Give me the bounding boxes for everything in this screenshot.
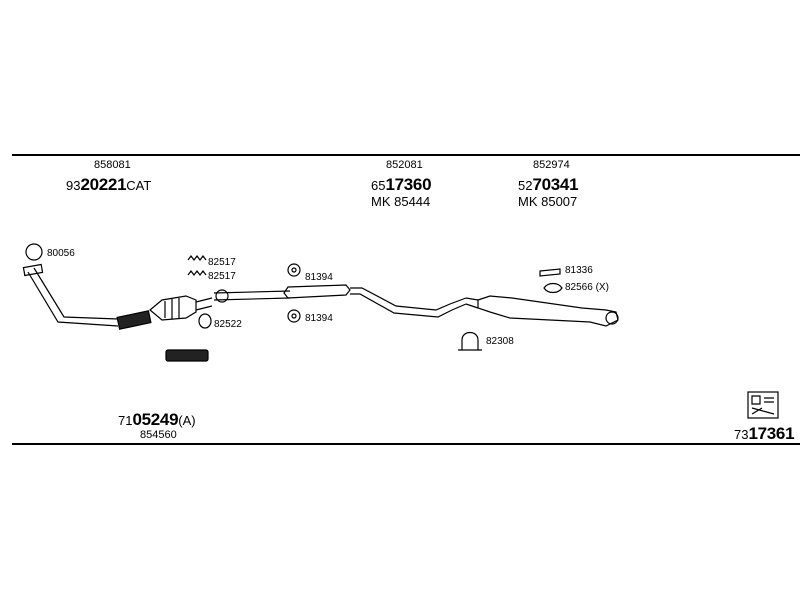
assembly-code: 7317361 (734, 424, 795, 443)
hanger-bottom-icon (287, 309, 301, 323)
manufacturer-logo-icon (747, 391, 779, 419)
hanger-top-icon (287, 263, 301, 277)
middle-code: 6517360 (371, 175, 432, 194)
rear-clamp-icon (458, 331, 482, 351)
middle-pipe-icon (213, 290, 291, 301)
flex-pipe-icon (165, 349, 209, 362)
top-rule (12, 154, 800, 156)
front-pipe-icon (27, 267, 119, 327)
kit-part-number: 854560 (140, 429, 177, 441)
catalytic-converter-icon (149, 295, 197, 321)
clamp-a-label: 82517 (208, 257, 236, 268)
gasket-icon (198, 313, 212, 329)
gasket-label: 82522 (214, 319, 242, 330)
bracket-top-label: 81336 (565, 265, 593, 276)
rear-part-number: 852974 (533, 159, 570, 171)
bracket-bottom-label: 82566 (X) (565, 282, 609, 293)
clamp-a-icon (187, 255, 207, 261)
bracket-bottom-icon (543, 282, 563, 294)
clamp-b-icon (187, 270, 207, 276)
rear-mk-code: MK 85007 (518, 194, 578, 209)
hanger-bottom-label: 81394 (305, 313, 333, 324)
clamp-b-label: 82517 (208, 271, 236, 282)
rear-silencer-icon (477, 295, 619, 327)
rear-clamp-label: 82308 (486, 336, 514, 347)
bottom-rule (12, 443, 800, 445)
middle-part-number: 852081 (386, 159, 423, 171)
hanger-top-label: 81394 (305, 272, 333, 283)
seal-label: 80056 (47, 248, 75, 259)
seal-ring-icon (25, 243, 43, 261)
kit-code: 7105249(A) (118, 410, 196, 429)
rear-code: 5270341 (518, 175, 579, 194)
front-pipe-code: 9320221CAT (66, 175, 152, 194)
middle-mk-code: MK 85444 (371, 194, 431, 209)
front-pipe-part-number: 858081 (94, 159, 131, 171)
bracket-top-icon (539, 268, 561, 277)
middle-silencer-icon (283, 284, 351, 299)
